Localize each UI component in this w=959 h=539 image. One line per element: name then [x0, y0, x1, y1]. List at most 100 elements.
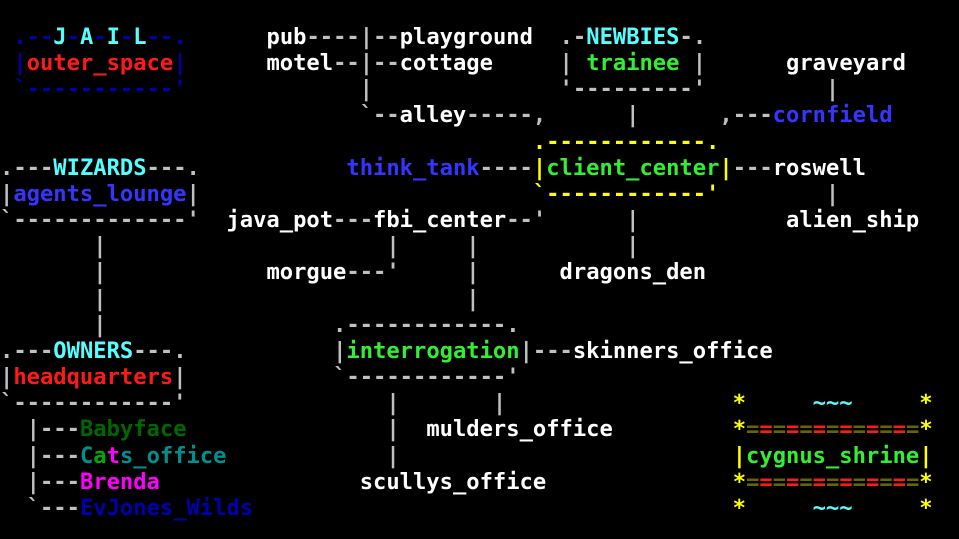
shrine-decoration: =	[852, 416, 866, 443]
map-row: |agents_lounge| `------------' |	[0, 181, 933, 207]
map-spacing	[480, 259, 560, 285]
shrine-decoration: *	[732, 494, 746, 521]
map-connector: |	[626, 207, 640, 234]
map-connector: .------------.	[333, 311, 520, 338]
shrine-decoration: =	[759, 416, 773, 443]
map-spacing	[107, 233, 387, 259]
map-spacing	[0, 233, 93, 259]
map-connector: |	[386, 442, 400, 469]
map-spacing	[400, 390, 493, 416]
room-label[interactable]: interrogation	[346, 337, 520, 364]
shrine-decoration: =	[839, 416, 853, 443]
room-label[interactable]: scullys_office	[359, 468, 547, 495]
map-spacing	[253, 495, 733, 521]
map-connector: |	[919, 442, 933, 469]
shrine-decoration: =	[759, 468, 773, 495]
map-spacing	[853, 495, 920, 521]
map-spacing	[187, 24, 267, 50]
map-connector: |	[186, 180, 200, 207]
map-spacing	[546, 469, 733, 495]
map-spacing	[107, 312, 333, 338]
room-label[interactable]: trainee	[586, 50, 680, 77]
shrine-decoration: =	[892, 416, 906, 443]
shrine-decoration: *	[919, 494, 933, 521]
map-spacing	[0, 50, 13, 76]
room-label[interactable]: agents_lounge	[13, 180, 187, 207]
map-connector: |	[386, 233, 400, 260]
room-label[interactable]: cottage	[399, 50, 493, 77]
room-label[interactable]: fbi_center	[373, 207, 507, 234]
map-row: |headquarters| `------------'	[0, 364, 933, 390]
map-spacing	[187, 338, 334, 364]
shrine-decoration: ~~~	[812, 494, 853, 521]
room-label[interactable]: skinners_office	[572, 337, 773, 364]
room-label[interactable]: mulders_office	[426, 416, 613, 443]
map-connector: |	[0, 180, 14, 207]
map-spacing	[746, 495, 813, 521]
map-row: `------------' | | * ~~~ *	[0, 390, 933, 416]
room-label[interactable]: OWNERS	[53, 337, 134, 364]
map-connector: |	[559, 50, 587, 77]
map-row: | | | |	[0, 233, 933, 259]
map-connector: `--	[359, 102, 400, 129]
shrine-decoration: =	[772, 416, 787, 443]
shrine-decoration: =	[879, 416, 893, 443]
shrine-decoration: *	[919, 468, 933, 495]
shrine-decoration: =	[826, 416, 840, 443]
map-connector: |	[466, 233, 480, 260]
shrine-decoration: =	[772, 468, 787, 495]
map-connector: |	[93, 285, 107, 312]
map-connector: |	[359, 76, 373, 103]
map-connector: |	[93, 259, 107, 286]
map-connector: |---	[26, 442, 80, 469]
map-connector: L	[133, 24, 147, 50]
room-label[interactable]: playground	[399, 24, 533, 50]
room-label[interactable]: dragons_den	[559, 259, 707, 286]
map-row: `-----------' | '---------' |	[0, 76, 933, 102]
room-label[interactable]: alley	[399, 102, 467, 129]
map-spacing	[639, 207, 786, 233]
room-label[interactable]: think_tank	[346, 154, 480, 181]
map-spacing	[0, 495, 27, 521]
map-spacing	[546, 102, 626, 128]
map-connector: |	[173, 364, 187, 391]
room-label[interactable]: WIZARDS	[53, 154, 147, 181]
room-label[interactable]: NEWBIES	[586, 24, 680, 50]
shrine-decoration: =	[865, 468, 880, 495]
room-label[interactable]: headquarters	[13, 364, 174, 391]
ascii-room-map: .--J-A-I-L--. pub----|--playground .-NEW…	[0, 24, 933, 521]
room-label[interactable]: cornfield	[772, 102, 893, 129]
room-label[interactable]: outer_space	[26, 50, 174, 77]
shrine-decoration: =	[852, 468, 866, 495]
room-label[interactable]: java_pot	[226, 207, 334, 234]
map-spacing	[200, 155, 347, 181]
room-label[interactable]: alien_ship	[786, 207, 920, 234]
shrine-decoration: ~~~	[812, 390, 853, 417]
room-label[interactable]: motel	[266, 50, 334, 77]
map-spacing	[187, 390, 387, 416]
map-spacing	[160, 469, 360, 495]
shrine-decoration: =	[786, 416, 800, 443]
room-label[interactable]: Brenda	[79, 468, 160, 495]
map-connector: `---	[26, 494, 80, 521]
map-spacing	[200, 181, 533, 207]
room-label[interactable]: Babyface	[79, 416, 187, 443]
map-spacing	[493, 50, 560, 76]
room-label[interactable]: graveyard	[786, 50, 906, 77]
map-connector: |---	[26, 416, 80, 443]
map-spacing	[853, 390, 920, 416]
map-spacing	[187, 416, 387, 442]
map-connector: |	[825, 180, 840, 207]
room-label[interactable]: s_office	[119, 442, 227, 469]
map-spacing	[546, 207, 626, 233]
room-label[interactable]: morgue	[266, 259, 347, 286]
map-connector: |	[626, 233, 640, 260]
room-label[interactable]: EvJones_Wilds	[79, 494, 254, 521]
map-spacing	[746, 390, 813, 416]
map-row: .--J-A-I-L--. pub----|--playground .-NEW…	[0, 24, 933, 50]
room-label[interactable]: pub	[266, 24, 307, 50]
room-label[interactable]: cygnus_shrine	[746, 442, 920, 469]
map-connector: |	[386, 416, 400, 443]
room-label[interactable]: roswell	[772, 154, 866, 181]
room-label[interactable]: client_center	[546, 154, 720, 181]
